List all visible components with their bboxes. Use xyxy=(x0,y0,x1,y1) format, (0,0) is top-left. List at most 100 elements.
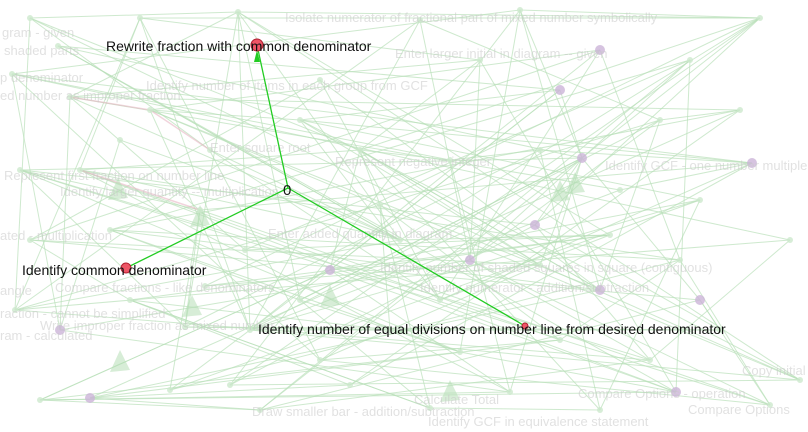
background-edge xyxy=(237,11,251,331)
background-edge xyxy=(299,89,561,121)
background-node xyxy=(167,387,173,393)
background-edge xyxy=(534,224,651,361)
background-node xyxy=(127,297,133,303)
background-node xyxy=(697,197,703,203)
background-edge xyxy=(169,259,681,391)
background-edge xyxy=(379,119,661,206)
background-edge xyxy=(129,299,391,331)
background-node-label: ed number as improper fraction xyxy=(0,88,181,103)
background-arrowhead xyxy=(550,180,570,202)
background-edge xyxy=(89,384,351,399)
focus-node[interactable] xyxy=(120,262,132,274)
background-edge xyxy=(14,309,651,361)
background-edge xyxy=(209,149,441,301)
background-edge xyxy=(359,149,381,206)
background-edge xyxy=(109,109,741,231)
background-edge xyxy=(359,59,481,151)
background-node-label: Identify larger quantity -- multiplicati… xyxy=(60,184,279,199)
background-edge xyxy=(299,119,753,164)
background-edge xyxy=(319,264,541,361)
background-edge xyxy=(419,19,661,121)
background-edge xyxy=(79,169,511,393)
background-edge xyxy=(11,73,451,161)
background-node xyxy=(695,295,705,305)
background-node xyxy=(457,349,463,355)
background-edge xyxy=(29,239,701,301)
background-edge xyxy=(139,17,251,331)
background-edge xyxy=(659,109,741,121)
background-edge xyxy=(14,204,381,311)
background-edge xyxy=(39,269,331,401)
background-node xyxy=(147,107,153,113)
center-node-label: 0 xyxy=(283,182,291,199)
background-edge xyxy=(39,399,261,411)
background-node xyxy=(317,357,323,363)
background-edge xyxy=(359,17,761,151)
background-edge xyxy=(599,119,661,291)
background-edge xyxy=(119,139,401,241)
focus-node[interactable] xyxy=(250,38,264,52)
background-node xyxy=(12,307,18,313)
background-node xyxy=(465,255,475,265)
background-node xyxy=(687,57,693,63)
background-edge xyxy=(39,351,461,401)
background-edge xyxy=(29,49,601,241)
background-edge xyxy=(399,234,611,241)
background-edge xyxy=(169,209,201,391)
background-edge xyxy=(249,329,801,381)
background-node-label: ram - calculated xyxy=(0,328,92,343)
background-node xyxy=(17,167,23,173)
focus-node[interactable] xyxy=(521,322,529,330)
background-node xyxy=(797,377,803,383)
background-edge xyxy=(359,149,601,411)
background-edge xyxy=(184,11,239,328)
background-edge xyxy=(249,19,421,331)
background-edge xyxy=(237,11,761,19)
background-edge xyxy=(11,73,321,361)
background-arrowhead xyxy=(108,178,128,200)
background-edge xyxy=(11,73,61,331)
focus-node-label-common-denominator: Identify common denominator xyxy=(22,262,207,278)
background-edge xyxy=(329,149,361,271)
background-node xyxy=(507,389,513,395)
background-node xyxy=(235,9,241,15)
background-node-label: Identify number of items in each group f… xyxy=(146,78,428,93)
background-node xyxy=(597,407,603,413)
background-edge xyxy=(204,17,761,287)
background-node xyxy=(537,147,543,153)
background-node xyxy=(557,337,563,343)
background-edge xyxy=(59,139,121,331)
background-edge xyxy=(39,391,677,401)
background-edge xyxy=(379,204,431,409)
background-edge xyxy=(599,49,681,261)
background-node-label: ated - multiplication xyxy=(0,228,112,243)
background-node-label: Enter added quantity in diagram xyxy=(268,226,452,241)
background-arrowhead xyxy=(182,295,202,317)
background-edge xyxy=(29,17,541,266)
background-node xyxy=(555,85,565,95)
background-node-label: Draw smaller bar - addition/subtraction xyxy=(252,404,475,419)
focus-edge xyxy=(287,187,526,327)
background-edge xyxy=(259,17,761,411)
background-edge xyxy=(675,59,691,393)
background-node xyxy=(357,147,363,153)
background-node-label: Identify numerator - addition/subtractio… xyxy=(420,280,649,295)
background-edge xyxy=(14,19,421,311)
background-edge xyxy=(69,96,401,241)
background-node-label: Identify number of shaded squares in squ… xyxy=(380,260,712,275)
background-node xyxy=(107,227,113,233)
background-node xyxy=(325,265,335,275)
background-edge xyxy=(539,149,601,411)
background-edge xyxy=(149,109,301,121)
background-edge xyxy=(509,157,583,393)
background-arrowhead xyxy=(440,380,460,402)
background-edge xyxy=(599,199,701,411)
background-node xyxy=(297,297,303,303)
background-node-label: Write improper fraction as mixed number xyxy=(40,318,275,333)
background-edge xyxy=(319,79,601,291)
background-node xyxy=(447,157,453,163)
background-edge xyxy=(19,157,583,171)
background-edge xyxy=(109,229,301,301)
background-edge xyxy=(229,379,801,386)
